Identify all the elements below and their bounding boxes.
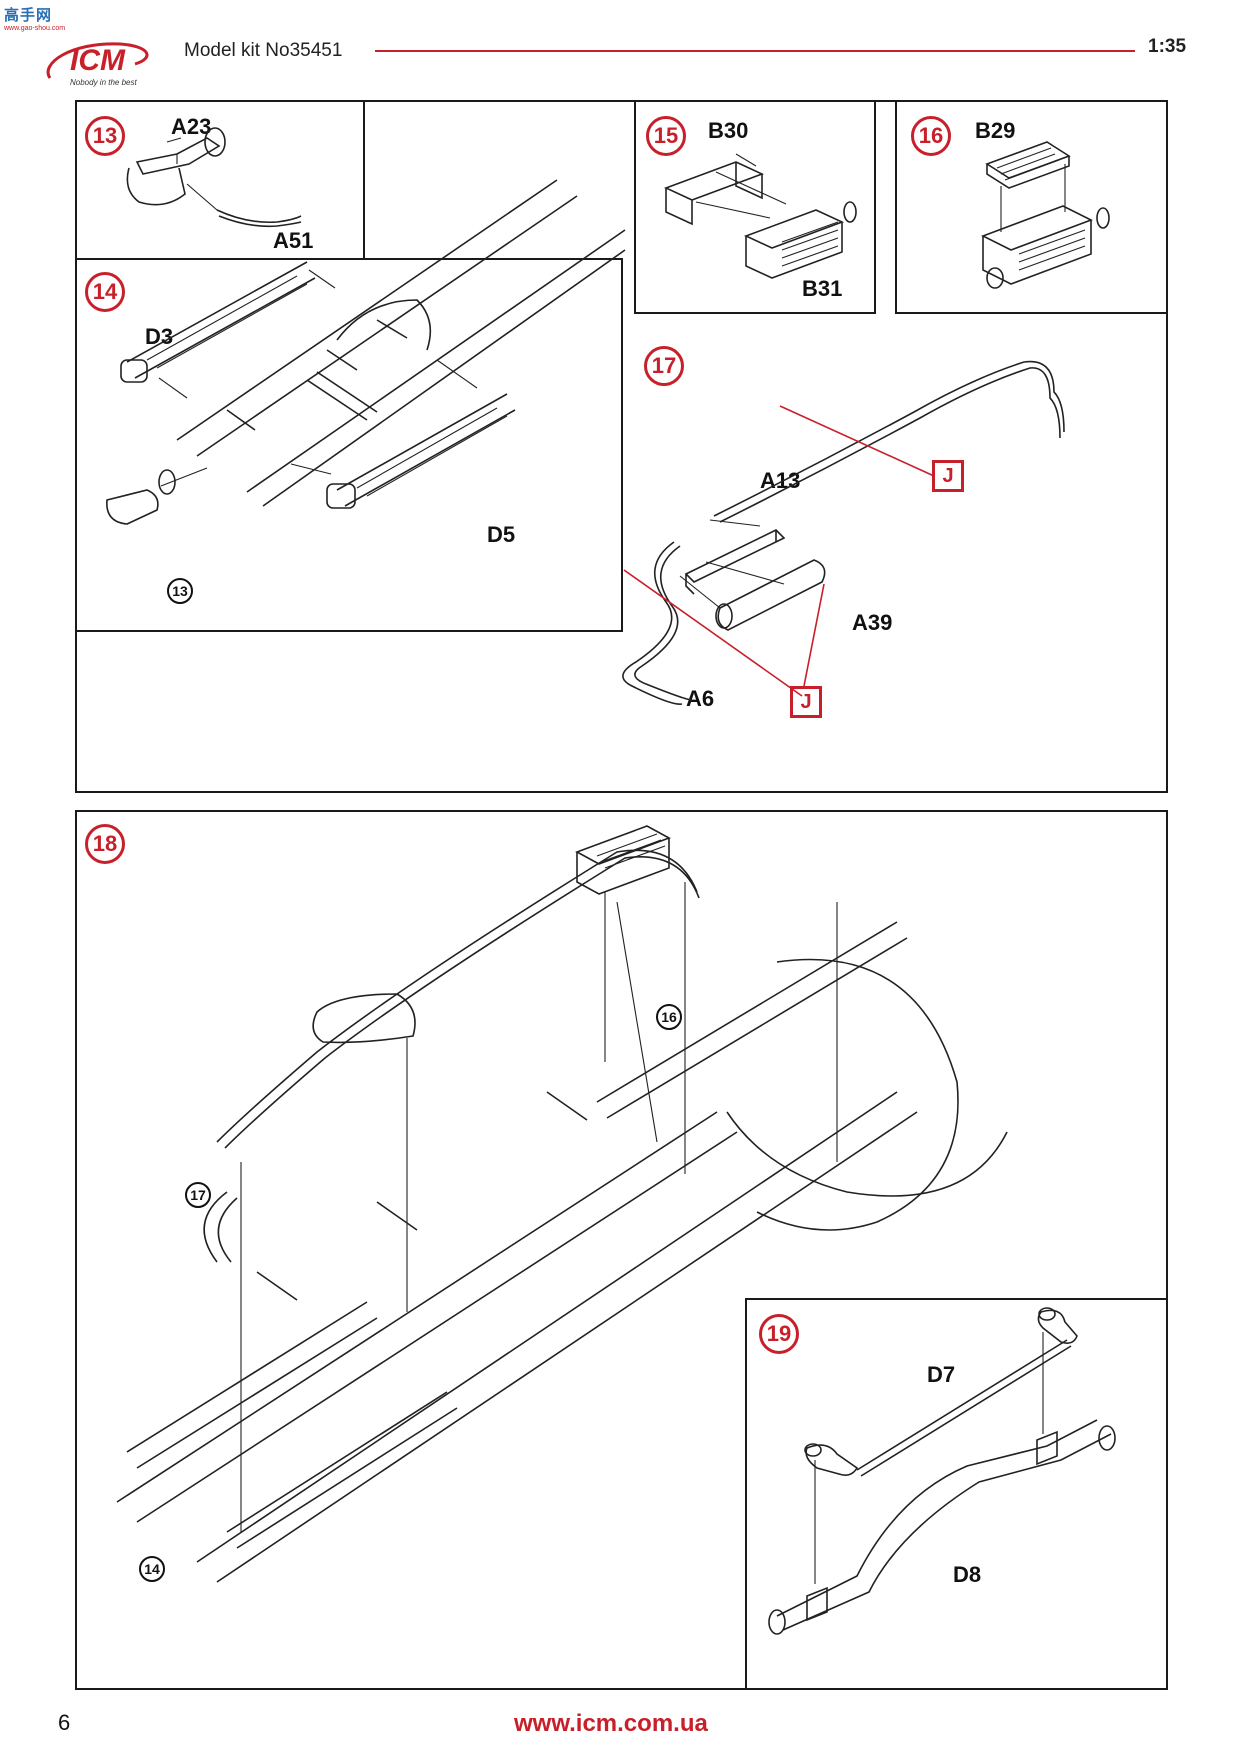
step-16-panel: 16 B29 [895,100,1168,314]
part-label-d5: D5 [487,522,516,547]
step-19-badge: 19 [759,1314,799,1354]
step-16-drawing [981,141,1110,289]
part-label-b29: B29 [975,118,1016,143]
ref-step-14-badge: 14 [139,1556,165,1582]
step-13-drawing [126,127,302,228]
step-19-panel: 19 D7 D8 [745,1298,1168,1690]
part-label-a23: A23 [171,114,212,139]
step-14-badge: 14 [85,272,125,312]
logo-swoosh-icon [46,42,149,79]
glue-mark-j-1: J [932,460,964,492]
step-17-area: 17 A13 A39 A6 J J [622,336,1168,791]
step-15-badge: 15 [646,116,686,156]
part-label-b31: B31 [802,276,843,301]
part-label-b30: B30 [708,118,749,143]
part-label-a39: A39 [852,610,893,635]
header-rule [375,50,1135,52]
watermark-text: 高手网 [4,7,53,24]
step-14-drawing [106,179,626,525]
ref-step-16-badge: 16 [656,1004,682,1030]
part-label-d8: D8 [953,1562,982,1587]
step-13-badge: 13 [85,116,125,156]
watermark-url: www.gao-shou.com [4,25,66,32]
part-label-a51: A51 [273,228,314,253]
step-15-panel: 15 B30 B31 [634,100,876,314]
step-17-badge: 17 [644,346,684,386]
watermark: 高手网 www.gao-shou.com [4,4,74,32]
part-label-d7: D7 [927,1362,956,1387]
ref-step-17-badge: 17 [185,1182,211,1208]
scale-label: 1:35 [1148,36,1187,57]
model-kit-title: Model kit No35451 [184,40,343,61]
step-17-drawing [622,360,1065,705]
logo-tagline: Nobody in the best [70,78,137,87]
part-label-a6: A6 [686,686,715,711]
ref-step-13-badge: 13 [167,578,193,604]
page-number: 6 [58,1710,71,1735]
step-18-badge: 18 [85,824,125,864]
glue-mark-j-2: J [790,686,822,718]
step-13-panel: 13 A23 A51 [75,100,365,260]
step-18-drawing [116,825,1008,1583]
step-16-badge: 16 [911,116,951,156]
step-15-drawing [663,153,857,279]
icm-logo: ICM Nobody in the best [40,34,160,92]
step-19-drawing [768,1307,1116,1635]
website-link[interactable]: www.icm.com.ua [514,1710,708,1737]
step-14-panel: 14 D3 D5 13 [75,179,626,632]
logo-text: ICM [70,44,125,77]
